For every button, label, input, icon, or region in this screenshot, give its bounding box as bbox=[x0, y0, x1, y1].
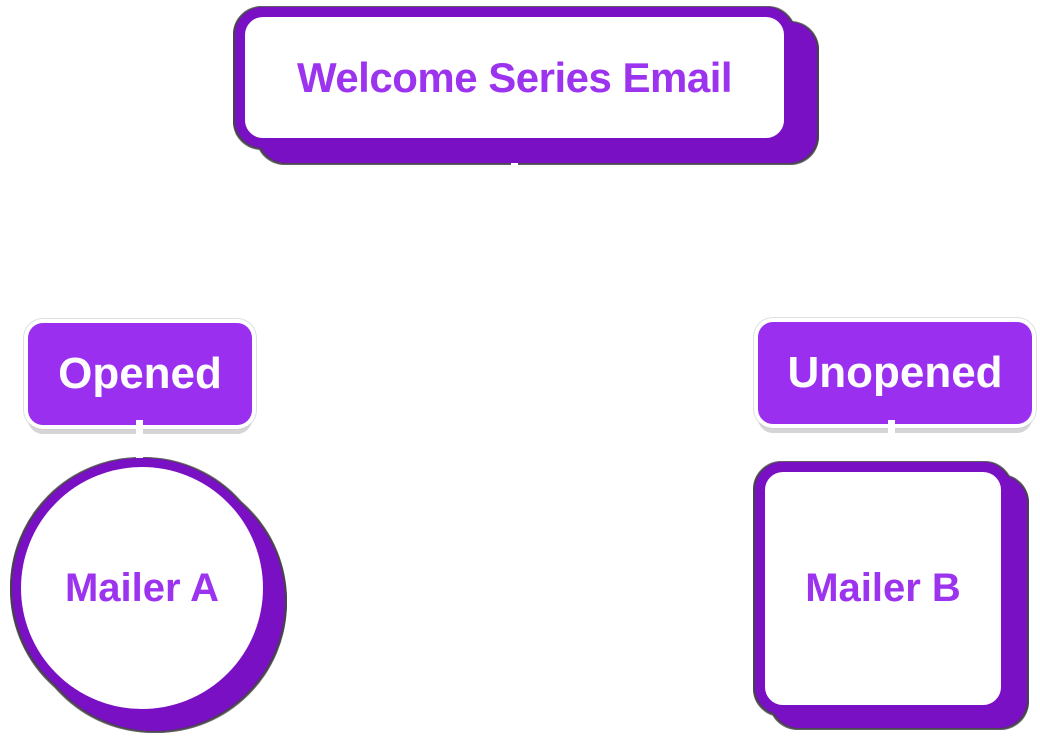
node-welcome-series-email: Welcome Series Email bbox=[235, 7, 794, 148]
edge-welcome-down-connector bbox=[511, 163, 518, 171]
mailer-a-label: Mailer A bbox=[64, 565, 220, 610]
edge-opened-mailer-a-connector bbox=[136, 420, 143, 458]
node-mailer-a: Mailer A bbox=[12, 458, 272, 718]
node-mailer-b: Mailer B bbox=[755, 462, 1011, 715]
edge-unopened-mailer-b-connector bbox=[888, 420, 895, 461]
unopened-label: Unopened bbox=[787, 348, 1003, 397]
welcome-series-email-label: Welcome Series Email bbox=[296, 53, 733, 101]
opened-label: Opened bbox=[58, 349, 222, 398]
mailer-b-label: Mailer B bbox=[805, 566, 961, 610]
node-opened: Opened bbox=[28, 323, 252, 425]
node-unopened: Unopened bbox=[758, 322, 1032, 424]
